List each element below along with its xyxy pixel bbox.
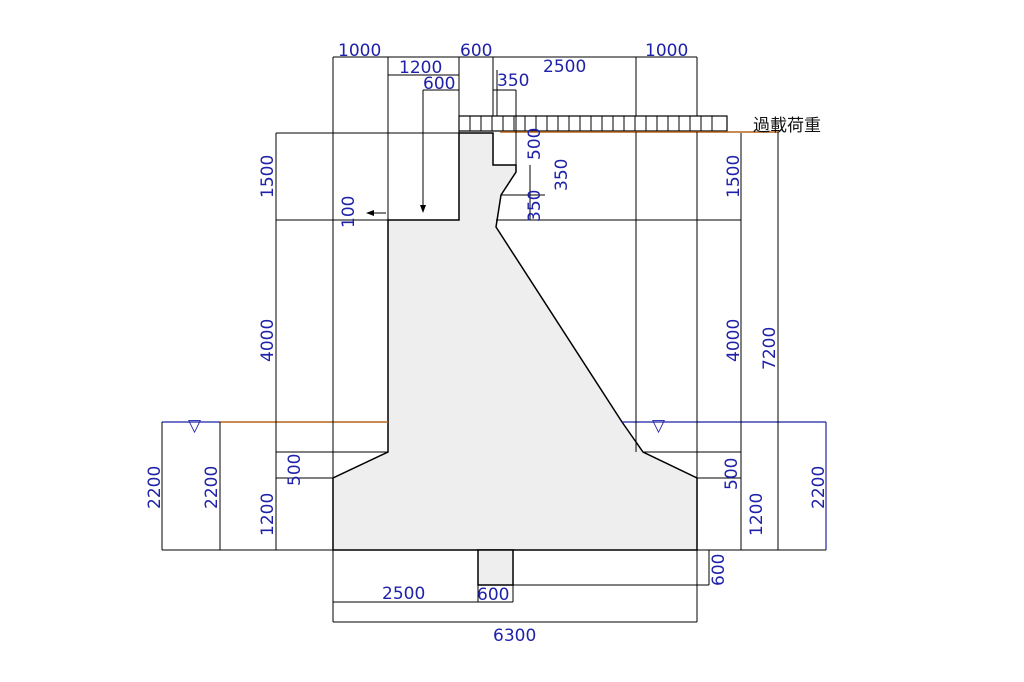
surcharge-load-bar [458, 115, 728, 132]
dim-right-500: 500 [722, 458, 742, 490]
dim-right-7200: 7200 [760, 327, 780, 370]
dim-bottom-2500: 2500 [382, 584, 425, 604]
force-arrows [366, 90, 426, 216]
dim-right-1200: 1200 [747, 493, 767, 536]
dim-left-1200: 1200 [258, 493, 278, 536]
dim-right-600: 600 [709, 554, 729, 586]
dim-left-100: 100 [339, 196, 359, 228]
water-mark-right: ▽ [652, 416, 666, 436]
dim-bottom-6300: 6300 [493, 626, 536, 646]
surcharge-load-label: 過載荷重 [753, 116, 821, 136]
dim-top-left-1000: 1000 [338, 41, 381, 61]
shear-key [477, 549, 514, 586]
dim-left-500: 500 [285, 454, 305, 486]
dim-left-1500: 1500 [258, 155, 278, 198]
dim-wall-350-a: 350 [552, 159, 572, 191]
dim-wall-350-b: 350 [525, 190, 545, 222]
dim-top-1200: 1200 [399, 58, 442, 78]
water-mark-left: ▽ [188, 416, 202, 436]
dim-top-350: 350 [497, 71, 529, 91]
dim-top-2500: 2500 [543, 57, 586, 77]
dim-left-2200-a: 2200 [145, 466, 165, 509]
dim-top-600-b: 600 [423, 74, 455, 94]
dimension-lines [161, 56, 827, 623]
dim-bottom-600: 600 [477, 585, 509, 605]
dim-top-600-a: 600 [460, 41, 492, 61]
dim-left-4000: 4000 [258, 319, 278, 362]
dim-wall-500: 500 [525, 128, 545, 160]
dim-right-1500: 1500 [724, 155, 744, 198]
dim-right-2200: 2200 [809, 466, 829, 509]
dim-right-4000: 4000 [724, 319, 744, 362]
dim-top-right-1000: 1000 [645, 41, 688, 61]
dim-left-2200-b: 2200 [202, 466, 222, 509]
